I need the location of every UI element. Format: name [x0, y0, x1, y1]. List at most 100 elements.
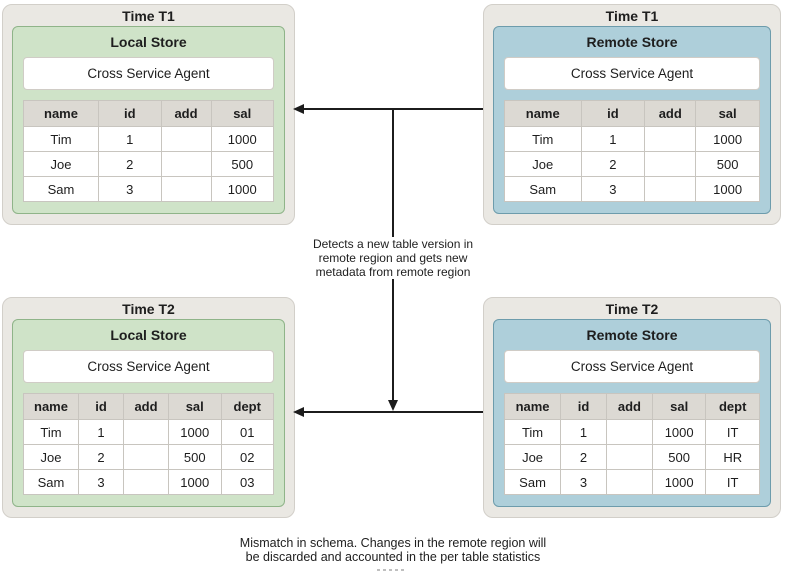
cell: IT — [705, 469, 760, 495]
cell — [644, 151, 697, 177]
caption-line: Mismatch in schema. Changes in the remot… — [239, 536, 547, 550]
time-label: Time T2 — [605, 300, 659, 317]
local-store-box: Local Store Cross Service Agent name id … — [12, 319, 285, 507]
cell — [123, 444, 169, 470]
annotation-line: Detects a new table version in — [312, 237, 474, 251]
cell: 2 — [98, 151, 162, 177]
cell: 3 — [98, 176, 162, 202]
cell: Joe — [504, 151, 582, 177]
store-label: Local Store — [110, 327, 187, 343]
cell: 1 — [78, 419, 124, 445]
cell: Tim — [23, 126, 99, 152]
cell: 3 — [78, 469, 124, 495]
cell — [644, 176, 697, 202]
cell: 2 — [78, 444, 124, 470]
cell: IT — [705, 419, 760, 445]
store-label: Remote Store — [586, 327, 678, 343]
cell: 1000 — [210, 176, 274, 202]
table-row: Joe 2 500 — [23, 151, 274, 177]
column-header: sal — [210, 100, 274, 127]
panel-t1-local: Time T1 Local Store Cross Service Agent … — [2, 4, 295, 225]
table-row: Tim 1 1000 — [504, 126, 760, 152]
table-row: Sam 3 1000 IT — [503, 469, 760, 495]
table-row: Joe 2 500 02 — [23, 444, 274, 470]
cell: 3 — [560, 469, 607, 495]
cell: 02 — [220, 444, 274, 470]
column-header: name — [23, 393, 79, 420]
cell: 500 — [210, 151, 274, 177]
cell: 1 — [98, 126, 162, 152]
column-header: sal — [695, 100, 760, 127]
cell — [123, 419, 169, 445]
cell: 500 — [651, 444, 707, 470]
table-header-row: name id add sal — [504, 100, 760, 127]
cell: 1000 — [210, 126, 274, 152]
cell — [605, 419, 653, 445]
panel-t2-remote: Time T2 Remote Store Cross Service Agent… — [483, 297, 781, 518]
cell: Tim — [504, 126, 582, 152]
cell — [123, 469, 169, 495]
cell: 1000 — [695, 126, 760, 152]
table-header-row: name id add sal — [23, 100, 274, 127]
table-header-row: name id add sal dept — [503, 393, 760, 420]
column-header: add — [123, 393, 169, 420]
column-header: name — [504, 100, 582, 127]
arrow-line-t2-remote-to-local — [302, 411, 483, 413]
arrowhead-left-t2-icon — [293, 407, 304, 417]
panel-t2-local: Time T2 Local Store Cross Service Agent … — [2, 297, 295, 518]
table-row: Tim 1 1000 IT — [503, 419, 760, 445]
cell: 1 — [560, 419, 607, 445]
cell: Sam — [503, 469, 562, 495]
time-label: Time T1 — [122, 7, 175, 24]
cell: Joe — [23, 151, 99, 177]
remote-store-box: Remote Store Cross Service Agent name id… — [493, 26, 771, 214]
time-label: Time T1 — [605, 7, 659, 24]
cell: Sam — [23, 176, 99, 202]
cell: 500 — [168, 444, 222, 470]
cell: Tim — [503, 419, 562, 445]
caption-mismatch-schema: Mismatch in schema. Changes in the remot… — [0, 536, 786, 564]
cross-service-agent-box: Cross Service Agent — [504, 57, 760, 90]
cell — [605, 444, 653, 470]
cross-service-agent-box: Cross Service Agent — [504, 350, 760, 383]
annotation-line: remote region and gets new — [318, 251, 468, 265]
column-header: add — [605, 393, 653, 420]
cell: Tim — [23, 419, 79, 445]
data-table: name id add sal Tim 1 1000 Joe 2 500 — [504, 100, 760, 202]
cell: 2 — [560, 444, 607, 470]
arrowhead-left-t1-icon — [293, 104, 304, 114]
cell: 1000 — [168, 419, 222, 445]
cell: 03 — [220, 469, 274, 495]
cell: Sam — [504, 176, 582, 202]
cell: 500 — [695, 151, 760, 177]
table-row: Tim 1 1000 01 — [23, 419, 274, 445]
column-header: add — [644, 100, 697, 127]
cell: Joe — [23, 444, 79, 470]
store-label: Local Store — [110, 34, 187, 50]
cross-service-agent-box: Cross Service Agent — [23, 350, 274, 383]
cropped-text-fragment — [377, 569, 407, 571]
data-table: name id add sal dept Tim 1 1000 IT Joe 2 — [503, 393, 760, 495]
annotation-detects-new-version: Detects a new table version in remote re… — [280, 237, 506, 279]
cell — [160, 151, 212, 177]
cross-service-agent-box: Cross Service Agent — [23, 57, 274, 90]
table-row: Sam 3 1000 — [23, 176, 274, 202]
panel-t1-remote: Time T1 Remote Store Cross Service Agent… — [483, 4, 781, 225]
column-header: id — [78, 393, 124, 420]
remote-store-box: Remote Store Cross Service Agent name id… — [493, 319, 771, 507]
store-label: Remote Store — [586, 34, 678, 50]
annotation-line: metadata from remote region — [315, 265, 471, 279]
column-header: dept — [220, 393, 274, 420]
column-header: add — [160, 100, 212, 127]
cell: Sam — [23, 469, 79, 495]
data-table: name id add sal Tim 1 1000 Joe 2 500 — [23, 100, 274, 202]
table-row: Sam 3 1000 — [504, 176, 760, 202]
local-store-box: Local Store Cross Service Agent name id … — [12, 26, 285, 214]
cell: 1 — [580, 126, 646, 152]
caption-line: be discarded and accounted in the per ta… — [245, 550, 541, 564]
cell: HR — [705, 444, 760, 470]
column-header: sal — [651, 393, 707, 420]
table-row: Sam 3 1000 03 — [23, 469, 274, 495]
cell — [605, 469, 653, 495]
